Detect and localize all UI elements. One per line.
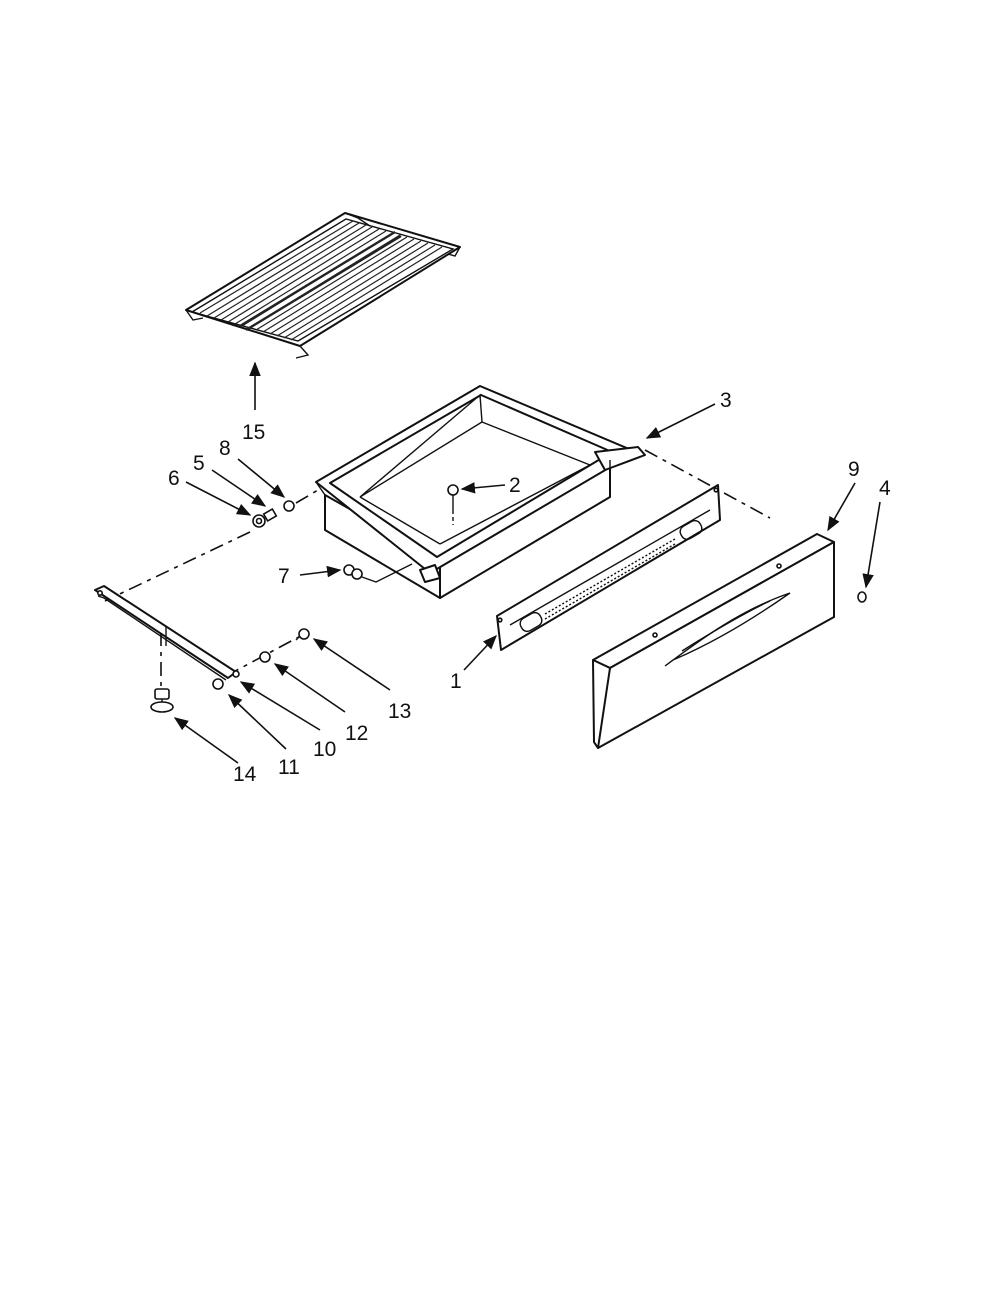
drawer-stop-7 [343, 563, 413, 583]
leader-6 [185, 481, 252, 516]
callout-14: 14 [233, 763, 257, 786]
axis-line-rail [104, 531, 251, 602]
bolt-11 [212, 678, 224, 690]
spacer-12 [259, 651, 271, 663]
leader-9 [827, 482, 856, 532]
callout-6: 6 [168, 467, 180, 490]
leader-5 [211, 469, 267, 507]
roller-6 [252, 514, 266, 528]
drawer-body [315, 385, 646, 599]
callout-2: 2 [509, 474, 521, 497]
oven-rack [185, 212, 461, 359]
callout-4: 4 [879, 477, 891, 500]
screw-2 [447, 484, 459, 525]
callout-9: 9 [848, 458, 860, 481]
leader-3 [645, 403, 716, 439]
leader-4 [862, 501, 881, 589]
callout-5: 5 [193, 452, 205, 475]
callout-3: 3 [720, 389, 732, 412]
bolt-13 [295, 628, 310, 641]
drawer-front-panel-9 [592, 533, 835, 749]
drawer-rail [94, 585, 237, 681]
leader-12 [273, 663, 346, 713]
washer-10 [232, 670, 240, 678]
washer-8 [283, 500, 295, 512]
leader-10 [239, 681, 321, 731]
leader-8 [237, 458, 286, 498]
callout-11: 11 [278, 756, 300, 779]
callout-10: 10 [313, 738, 336, 761]
callout-8: 8 [219, 437, 231, 460]
leader-14 [173, 717, 239, 764]
axis-line-front [644, 449, 771, 519]
callout-15: 15 [242, 421, 265, 444]
callout-1: 1 [450, 670, 462, 693]
front-bracket-1 [496, 484, 721, 651]
leader-2 [460, 482, 506, 494]
spacer-5 [262, 507, 278, 523]
leveling-foot-14 [150, 688, 174, 713]
axis-line-rollers [295, 489, 319, 504]
clip-4 [857, 591, 867, 603]
callout-12: 12 [345, 722, 368, 745]
leader-11 [227, 694, 287, 750]
leader-13 [312, 638, 391, 691]
callout-13: 13 [388, 700, 411, 723]
leader-7 [299, 565, 342, 578]
leader-1 [463, 634, 497, 671]
callout-7: 7 [278, 565, 290, 588]
